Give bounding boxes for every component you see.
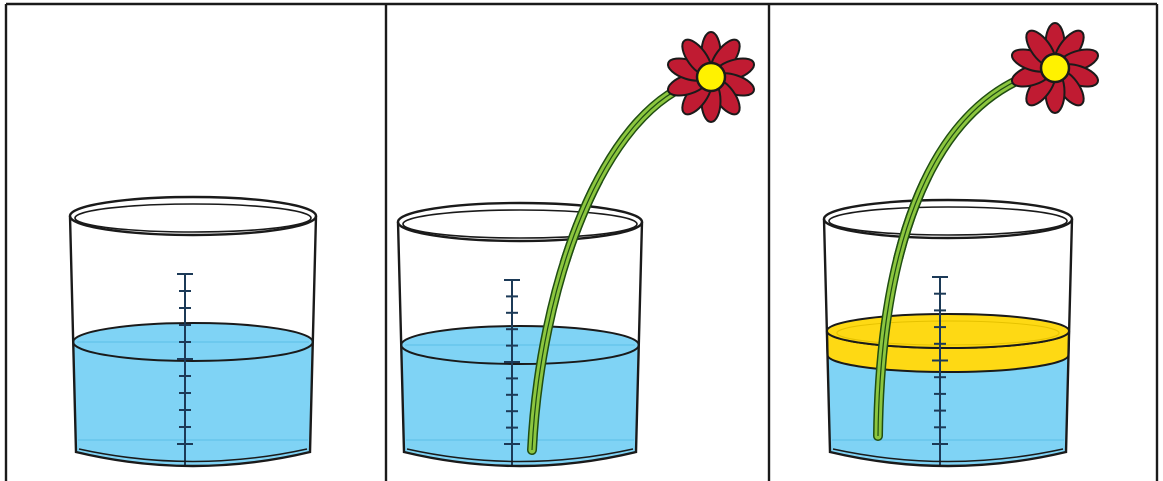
beaker-icon bbox=[398, 203, 642, 466]
flower-center bbox=[697, 63, 725, 91]
beaker-icon bbox=[824, 200, 1072, 466]
oil-surface bbox=[827, 314, 1069, 348]
flower-center bbox=[1041, 54, 1069, 82]
beaker-rim-outer bbox=[398, 203, 642, 241]
beaker-rim-outer bbox=[824, 200, 1072, 238]
beaker-rim-outer bbox=[70, 197, 316, 235]
beaker-rim-inner bbox=[403, 210, 637, 238]
beaker-icon bbox=[70, 197, 316, 466]
panel-1 bbox=[70, 197, 316, 466]
beaker-rim-inner bbox=[75, 204, 311, 232]
beaker-rim-inner bbox=[829, 207, 1067, 235]
panel-3 bbox=[824, 23, 1101, 466]
panels bbox=[70, 23, 1101, 466]
panel-2 bbox=[398, 32, 757, 466]
